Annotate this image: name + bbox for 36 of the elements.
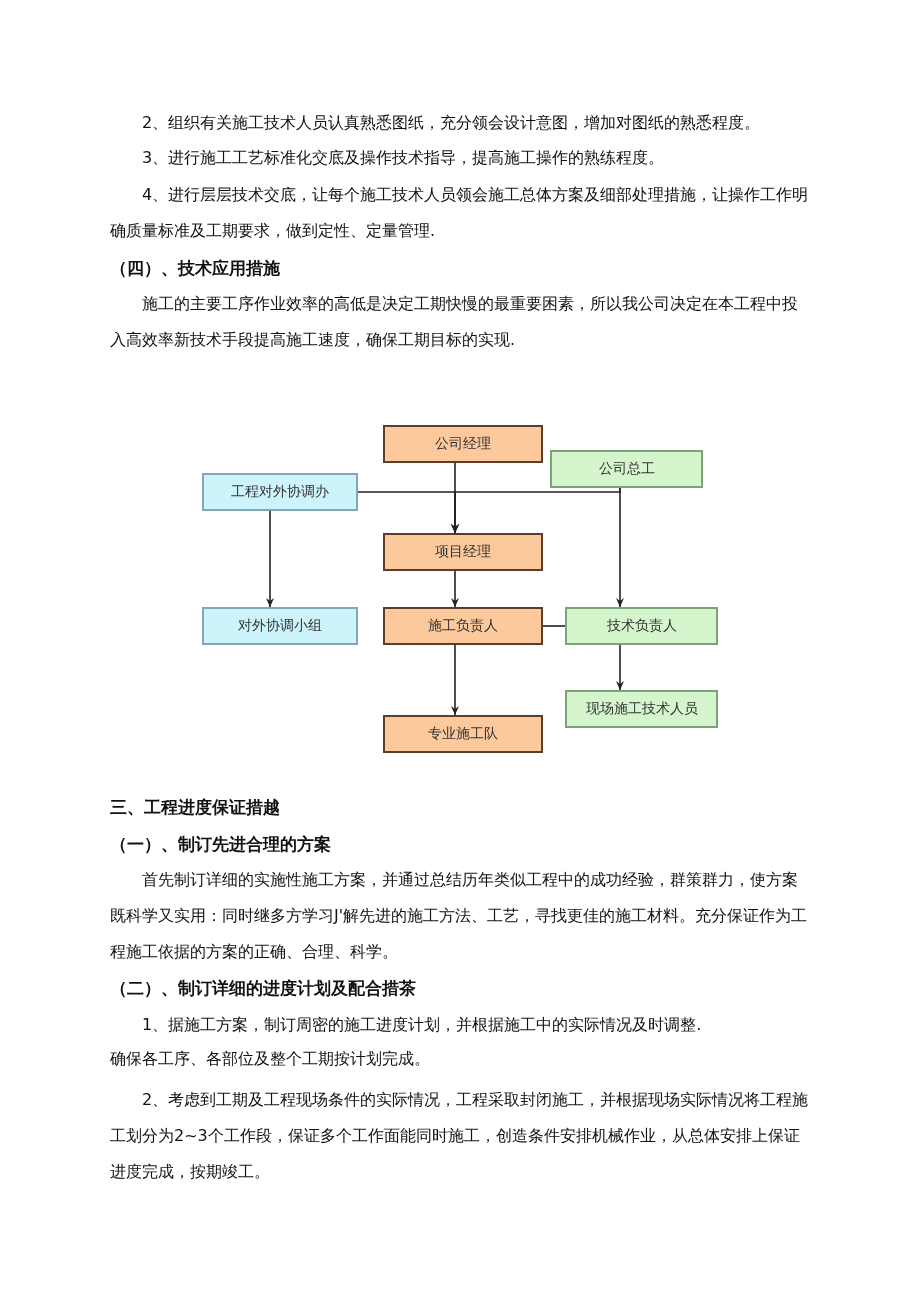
arrow xyxy=(451,644,459,716)
paragraph: 2、考虑到工期及工程现场条件的实际情况，工程采取封闭施工，并根据现场实际情况将工程施工划分为2~3个工作段，保证多个工作面能同时施工，创造条件安排机械作业，从总体安排上保证进度完成，按期竣工。 xyxy=(110,1089,810,1183)
box-label: 对外协调小组 xyxy=(238,617,322,635)
org-box xyxy=(383,425,543,463)
section-heading: （二）、制订详细的进度计划及配合措茶 xyxy=(110,977,417,1000)
org-box xyxy=(565,607,718,645)
arrow xyxy=(451,570,459,608)
paragraph: 2、组织有关施工技术人员认真熟悉图纸，充分领会设计意图，增加对图纸的熟悉程度。 xyxy=(141,112,762,134)
box-label: 工程对外协调办 xyxy=(231,483,329,501)
box-label: 现场施工技术人员 xyxy=(585,700,698,718)
section-heading: 三、工程进度保证措越 xyxy=(110,796,281,819)
section-heading: （四）、技术应用措施 xyxy=(110,257,281,280)
box-label: 技术负责人 xyxy=(606,617,677,635)
box-label: 施工负责人 xyxy=(428,617,498,635)
paragraph: 1、据施工方案，制订周密的施工进度计划，并根据施工中的实际情况及时调整. xyxy=(141,1014,703,1036)
org-box xyxy=(202,473,358,511)
arrow xyxy=(616,644,624,691)
box-label: 公司经理 xyxy=(435,435,491,453)
org-box xyxy=(202,607,358,645)
paragraph: 施工的主要工序作业效率的高低是决定工期快慢的最重要困素，所以我公司决定在本工程中投入高效率新技术手段提高施工速度，确保工期目标的实现. xyxy=(110,293,799,351)
paragraph: 确保各工序、各部位及整个工期按计划完成。 xyxy=(110,1048,431,1070)
section-heading: （一）、制订先进合理的方案 xyxy=(110,833,332,856)
org-box xyxy=(383,607,543,645)
arrow xyxy=(266,510,274,608)
org-box xyxy=(550,450,703,488)
org-box xyxy=(383,715,543,753)
paragraph: 首先制订详细的实施性施工方案，并通过总结历年类似工程中的成功经验，群策群力，使方案既科学又实用：同时继多方学习J'解先进的施工方法、工艺，寻找更佳的施工材料。充分保证作为工程施工依据的方案的正确、合理、科学。 xyxy=(110,869,809,963)
box-label: 项目经理 xyxy=(435,543,491,561)
box-label: 公司总工 xyxy=(598,460,655,478)
org-box xyxy=(565,690,718,728)
box-label: 专业施工队 xyxy=(428,725,498,743)
connector-line xyxy=(542,625,566,627)
paragraph: 3、进行施工工艺标准化交底及操作技术指导，提高施工操作的熟练程度。 xyxy=(141,147,666,169)
arrow xyxy=(616,487,624,608)
org-box xyxy=(383,533,543,571)
paragraph: 4、进行层层技术交底，让每个施工技术人员领会施工总体方案及细部处理措施，让操作工作明确质量标准及工期要求，做到定性、定量管理. xyxy=(110,184,810,242)
